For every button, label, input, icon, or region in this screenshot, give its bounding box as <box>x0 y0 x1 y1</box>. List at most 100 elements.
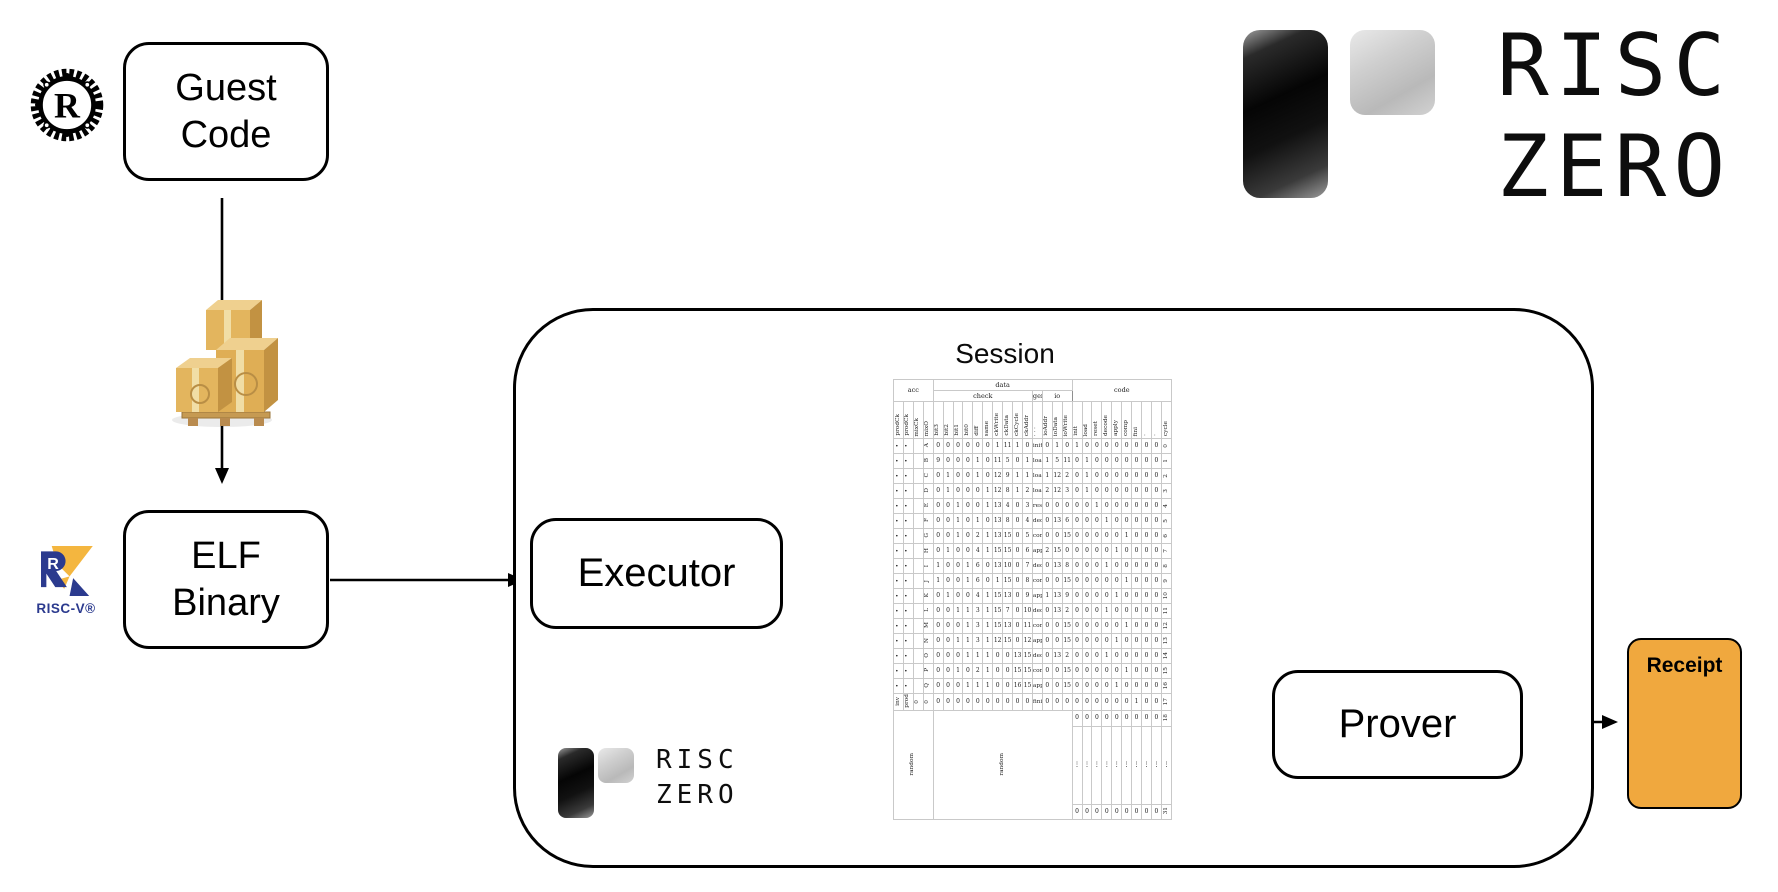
trace-cell: 0 <box>1141 648 1152 665</box>
trace-cell: 0 <box>1111 468 1123 485</box>
trace-cell: 0 <box>1041 678 1053 695</box>
trace-cell: 0 <box>992 678 1004 695</box>
trace-cell: 1 <box>962 633 974 650</box>
trace-cell: ••H010041151506apply21500000100007 <box>893 543 1173 560</box>
trace-cell: 0 <box>1012 543 1023 560</box>
trace-cell: 5 <box>1002 453 1014 470</box>
trace-cell: ckWrite <box>992 401 1004 440</box>
trace-cell: 0 <box>1012 513 1023 530</box>
trace-cell: 0 <box>1121 710 1133 727</box>
trace-cell: prodCk <box>902 401 914 440</box>
rotated-label: 5 <box>1162 518 1169 523</box>
trace-cell: bit3 <box>932 401 944 440</box>
arrow-elf-to-executor <box>330 573 524 587</box>
trace-cell: 0 <box>1111 803 1123 821</box>
trace-cell: 0 <box>1061 543 1073 560</box>
rotated-label: 2 <box>1162 473 1169 478</box>
rotated-label: cycle <box>1162 421 1169 437</box>
trace-cell <box>912 543 924 560</box>
trace-cell: ••L001131157010decode013200010000011 <box>893 603 1173 620</box>
trace-cell: code <box>1071 378 1173 403</box>
trace-cell: 0 <box>1101 618 1113 635</box>
rotated-label: 6 <box>1162 533 1169 538</box>
trace-cell: 13 <box>1002 588 1014 605</box>
trace-cell: 0 <box>1081 648 1093 665</box>
trace-cell: 0 <box>1081 633 1093 650</box>
rotated-label: diff <box>973 426 980 437</box>
trace-cell: 0 <box>1041 558 1053 575</box>
trace-cell: reset <box>1031 498 1043 515</box>
trace-cell: • <box>893 483 904 500</box>
trace-cell: 0 <box>982 693 994 712</box>
trace-cell: 1 <box>982 528 994 545</box>
riscv-caption: RISC-V® <box>36 601 96 616</box>
trace-cell: G <box>922 528 934 545</box>
trace-cell: C <box>922 468 934 485</box>
rotated-label: apply <box>1112 420 1119 437</box>
trace-cell: 0 <box>1071 678 1083 695</box>
trace-cell: F <box>922 513 934 530</box>
trace-cell: 0 <box>1101 483 1113 500</box>
trace-cell <box>912 483 924 500</box>
trace-cell: 0 <box>1101 438 1113 455</box>
trace-cell: 2 <box>1041 483 1053 500</box>
trace-cell: 11 <box>992 453 1004 470</box>
trace-cell: 0 <box>1012 453 1023 470</box>
trace-cell: 0 <box>1012 603 1023 620</box>
trace-cell: 12 <box>992 633 1004 650</box>
trace-cell: 0 <box>1150 803 1162 821</box>
rotated-label: · <box>1152 434 1159 437</box>
trace-cell: 12 <box>1160 618 1173 635</box>
rotated-label: • <box>904 623 911 628</box>
trace-cell: 0 <box>1091 603 1103 620</box>
rotated-label: • <box>904 488 911 493</box>
trace-cell: · <box>1150 401 1162 440</box>
trace-cell: 0 <box>1091 663 1103 680</box>
trace-cell: 13 <box>992 528 1004 545</box>
rotated-label: • <box>894 563 901 568</box>
trace-cell: 0 <box>1111 453 1123 470</box>
trace-cell: 0 <box>1121 468 1133 485</box>
trace-cell: 13 <box>1160 633 1173 650</box>
trace-cell: 0 <box>1041 603 1053 620</box>
trace-cell: 0 <box>1121 498 1133 515</box>
trace-cell: 0 <box>1131 678 1143 695</box>
trace-cell <box>912 663 924 680</box>
trace-cell: 3 <box>1021 498 1033 515</box>
trace-cell: ••N0011311215012apply001500001000013 <box>893 633 1173 650</box>
trace-cell: 0 <box>1131 453 1143 470</box>
trace-cell: 0 <box>942 663 954 680</box>
trace-cell: 0 <box>1121 438 1133 455</box>
trace-cell: ••I100160131007decode01380001000008 <box>893 558 1173 575</box>
trace-cell: 0 <box>982 513 994 530</box>
trace-cell: 0 <box>1051 693 1063 712</box>
trace-cell: 0 <box>1141 618 1152 635</box>
trace-cell: 9 <box>1061 588 1073 605</box>
trace-cell: 0 <box>1150 603 1162 620</box>
trace-cell: 0 <box>1141 468 1152 485</box>
trace-cell: • <box>902 633 914 650</box>
trace-cell: 1 <box>952 528 964 545</box>
trace-cell <box>912 498 924 515</box>
rotated-label: H <box>924 547 931 553</box>
trace-cell: 0 <box>1111 483 1123 500</box>
trace-cell: ••M0001311513011comp001500000100012 <box>893 618 1173 635</box>
trace-cell: ••C01001012911load11220100000002 <box>893 468 1173 485</box>
trace-cell: 15 <box>1061 633 1073 650</box>
trace-cell: 11 <box>1061 453 1073 470</box>
rotated-label: random <box>998 752 1005 776</box>
trace-cell: 0 <box>1071 618 1083 635</box>
trace-cell: 0 <box>952 618 964 635</box>
trace-cell: 0 <box>1131 528 1143 545</box>
trace-cell <box>912 678 924 695</box>
rotated-label: 8 <box>1162 563 1169 568</box>
trace-cell: 0 <box>992 663 1004 680</box>
trace-cell: 0 <box>962 513 974 530</box>
trace-cell: 0 <box>942 573 954 590</box>
trace-cell: 1 <box>1051 438 1063 455</box>
trace-cell: 0 <box>1071 710 1083 727</box>
trace-cell: 0 <box>1081 588 1093 605</box>
trace-cell: load <box>1081 401 1093 440</box>
trace-cell: 0 <box>1111 438 1123 455</box>
